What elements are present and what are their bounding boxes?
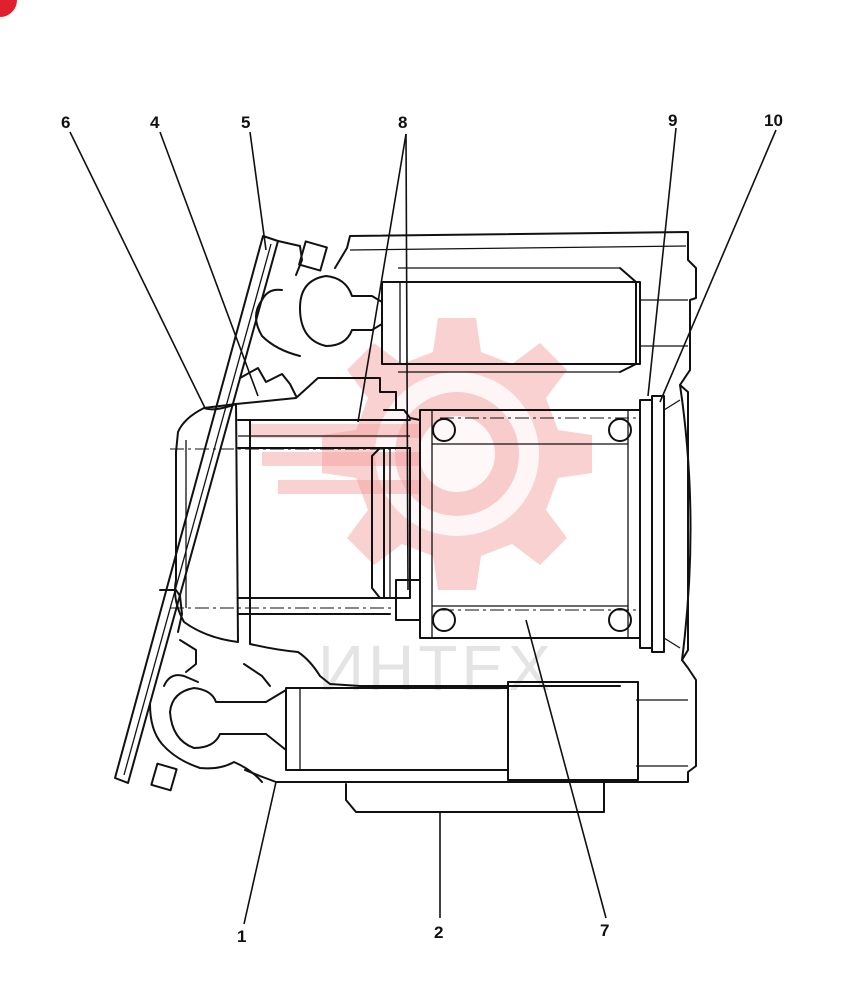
leader-9: [647, 127, 677, 397]
callout-5: 5: [241, 113, 250, 132]
lower-piston: [149, 639, 688, 783]
swash-plate: [114, 235, 328, 792]
watermark-text: ИНТЕХ: [318, 632, 555, 704]
callout-7: 7: [600, 921, 609, 940]
shaft-bearing: [419, 395, 681, 653]
leader-4: [159, 131, 259, 397]
leader-5: [249, 131, 267, 251]
callout-1: 1: [237, 927, 246, 946]
corner-mark: [0, 0, 17, 17]
upper-piston: [239, 267, 688, 397]
leader-10: [659, 129, 777, 403]
leader-8b: [405, 133, 409, 591]
callout-10: 10: [764, 111, 783, 130]
leader-7: [525, 619, 607, 919]
leader-lines: [69, 127, 777, 925]
callout-4: 4: [150, 113, 160, 132]
callout-8: 8: [398, 113, 407, 132]
leader-1: [243, 781, 277, 925]
callout-9: 9: [668, 111, 677, 130]
callout-6: 6: [61, 113, 70, 132]
leader-8a: [357, 133, 407, 423]
leader-6: [69, 131, 206, 409]
callout-2: 2: [434, 923, 443, 942]
